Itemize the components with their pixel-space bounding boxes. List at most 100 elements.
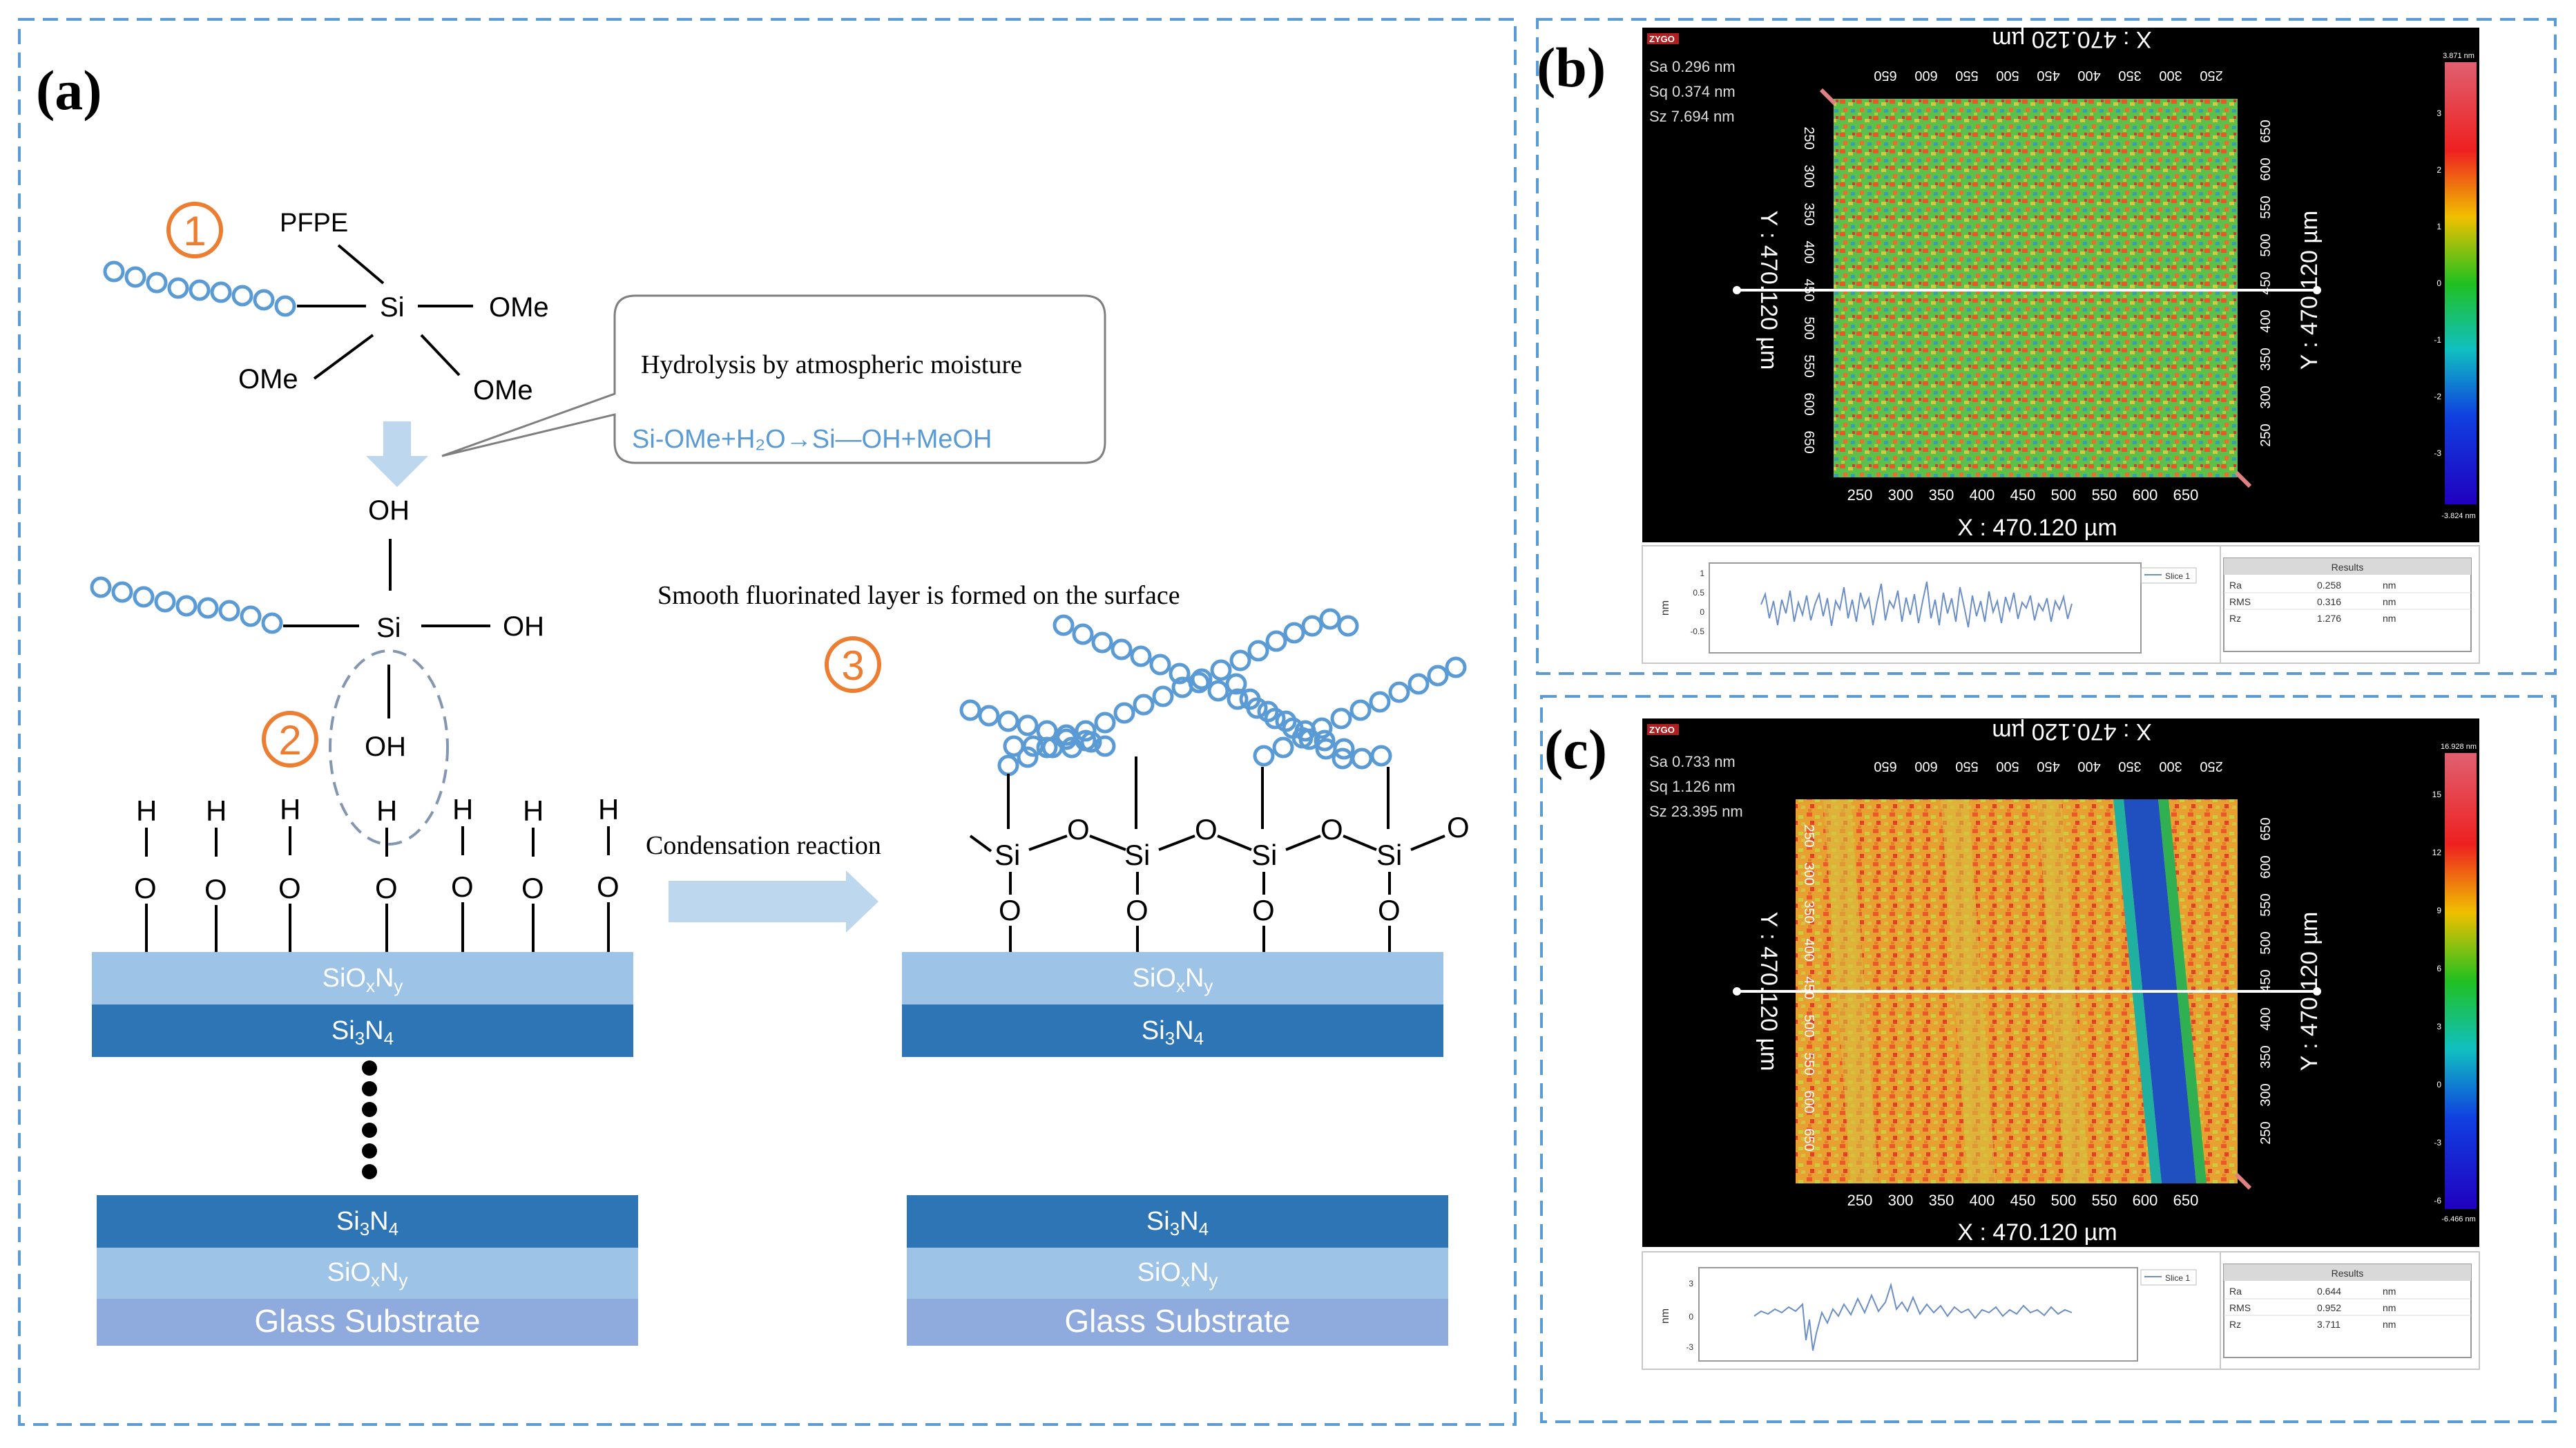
surface-oh-group: H O xyxy=(375,794,398,952)
svg-text:400: 400 xyxy=(1970,486,1995,504)
results-table-b: Results Ra 0.258 nm RMS 0.316 nm Rz 1.27… xyxy=(2220,545,2480,664)
bond xyxy=(420,334,461,377)
svg-text:Rz: Rz xyxy=(2229,1319,2241,1330)
zygo-logo-text: ZYGO xyxy=(1649,725,1675,735)
svg-text:550: 550 xyxy=(2258,196,2274,218)
svg-text:250: 250 xyxy=(1847,486,1873,504)
diagonal-marker xyxy=(2234,1172,2252,1190)
svg-text:Results: Results xyxy=(2332,1268,2364,1279)
color-scale-bar xyxy=(2445,62,2477,504)
zygo-logo xyxy=(1647,33,1679,44)
si3n4-label: Si3N4 xyxy=(1142,1016,1204,1049)
legend-label: Slice 1 xyxy=(2165,571,2190,581)
y-ticks-left: 250 300 350 400 450 500 550 600 650 xyxy=(1801,126,1816,453)
svg-text:400: 400 xyxy=(1801,938,1816,961)
svg-text:600: 600 xyxy=(1914,759,1937,774)
callout-formula: Si-OMe+H₂O→Si—OH+MeOH xyxy=(632,425,992,454)
sioxny-layer xyxy=(907,1248,1448,1299)
pfpe-chain-1 xyxy=(103,260,296,317)
svg-text:9: 9 xyxy=(2436,906,2441,915)
si3n4-layer xyxy=(92,1004,633,1057)
ome-label: OMe xyxy=(238,364,298,394)
svg-text:-3: -3 xyxy=(1686,1342,1693,1352)
svg-text:600: 600 xyxy=(2258,855,2274,878)
panel-c-border xyxy=(1540,695,2557,1423)
svg-text:0.316: 0.316 xyxy=(2317,596,2341,607)
svg-text:600: 600 xyxy=(2258,158,2274,180)
fluorinated-chains xyxy=(959,608,1467,777)
svg-text:nm: nm xyxy=(2383,613,2396,624)
svg-text:600: 600 xyxy=(2133,486,2158,504)
svg-text:650: 650 xyxy=(1801,430,1816,453)
step-1-marker xyxy=(166,202,223,258)
svg-text:400: 400 xyxy=(2258,1007,2274,1030)
siloxane-network: Si O Si O Si O Si O O O O O xyxy=(969,756,1470,952)
glass-substrate-label: Glass Substrate xyxy=(254,1303,480,1339)
svg-text:H: H xyxy=(523,794,544,827)
stat-sq: Sq 0.374 nm xyxy=(1649,83,1736,100)
o-atom: O xyxy=(1067,813,1090,846)
svg-text:H: H xyxy=(452,793,473,826)
svg-text:250: 250 xyxy=(2258,1121,2274,1144)
svg-text:300: 300 xyxy=(2258,385,2274,408)
svg-text:300: 300 xyxy=(2159,68,2182,83)
svg-text:350: 350 xyxy=(1929,486,1954,504)
stat-sz: Sz 7.694 nm xyxy=(1649,108,1735,125)
svg-text:O: O xyxy=(134,872,157,904)
profile-plot-b: nm 1 0.5 0 -0.5 Slice 1 xyxy=(1642,545,2230,664)
svg-text:250: 250 xyxy=(1801,824,1816,847)
svg-text:450: 450 xyxy=(2258,272,2274,294)
slice-endpoint xyxy=(1733,987,1741,996)
profile-line xyxy=(1753,1282,2073,1351)
si3n4-label: Si3N4 xyxy=(1146,1207,1209,1239)
step-3-marker xyxy=(825,636,881,693)
results-table-c: Results Ra 0.644 nm RMS 0.952 nm Rz 3.71… xyxy=(2220,1251,2480,1370)
svg-text:400: 400 xyxy=(2258,309,2274,332)
svg-text:-1: -1 xyxy=(2434,335,2441,345)
svg-text:500: 500 xyxy=(1996,68,2019,83)
svg-text:300: 300 xyxy=(2159,759,2182,774)
svg-text:H: H xyxy=(280,793,300,826)
svg-text:250: 250 xyxy=(2200,68,2222,83)
svg-text:3: 3 xyxy=(1689,1279,1693,1288)
si3n4-layer xyxy=(97,1195,638,1248)
surface-oh-group: H O xyxy=(597,793,619,952)
svg-text:Results: Results xyxy=(2332,562,2364,573)
x-axis-title-top: X : 470.120 µm xyxy=(1992,718,2151,745)
svg-text:400: 400 xyxy=(1801,240,1816,263)
svg-text:300: 300 xyxy=(1888,486,1914,504)
svg-text:RMS: RMS xyxy=(2229,1302,2251,1313)
legend-label: Slice 1 xyxy=(2165,1273,2190,1283)
svg-text:450: 450 xyxy=(2258,969,2274,992)
svg-text:650: 650 xyxy=(1801,1128,1816,1151)
stat-sz: Sz 23.395 nm xyxy=(1649,803,1743,820)
color-scale-bar xyxy=(2445,753,2477,1209)
svg-text:-2: -2 xyxy=(2434,392,2441,401)
o-atom: O xyxy=(999,894,1021,926)
svg-text:500: 500 xyxy=(2258,931,2274,954)
svg-text:600: 600 xyxy=(2133,1192,2158,1209)
o-atom: O xyxy=(1447,811,1470,844)
oh-label: OH xyxy=(368,495,410,526)
scale-ticks: 3 2 1 0 -1 -2 -3 xyxy=(2434,108,2441,458)
svg-text:250: 250 xyxy=(2200,759,2222,774)
condensation-arrow xyxy=(669,870,878,933)
si-atom: Si xyxy=(1124,839,1150,871)
afm-map-b: ZYGO Sa 0.296 nm Sq 0.374 nm Sz 7.694 nm… xyxy=(1642,26,2479,542)
svg-text:450: 450 xyxy=(2037,759,2059,774)
bond xyxy=(337,244,385,285)
svg-text:250: 250 xyxy=(1801,126,1816,149)
svg-text:550: 550 xyxy=(1955,759,1978,774)
svg-text:nm: nm xyxy=(1660,600,1671,616)
svg-text:450: 450 xyxy=(1801,278,1816,301)
svg-text:-3: -3 xyxy=(2434,448,2441,458)
svg-text:300: 300 xyxy=(1888,1192,1914,1209)
afm-map-c: ZYGO Sa 0.733 nm Sq 1.126 nm Sz 23.395 n… xyxy=(1642,718,2479,1247)
svg-text:300: 300 xyxy=(1801,164,1816,187)
svg-text:450: 450 xyxy=(2010,486,2036,504)
svg-text:15: 15 xyxy=(2432,790,2442,799)
svg-text:450: 450 xyxy=(1801,976,1816,999)
svg-text:H: H xyxy=(136,794,157,827)
sioxny-layer xyxy=(97,1248,638,1299)
